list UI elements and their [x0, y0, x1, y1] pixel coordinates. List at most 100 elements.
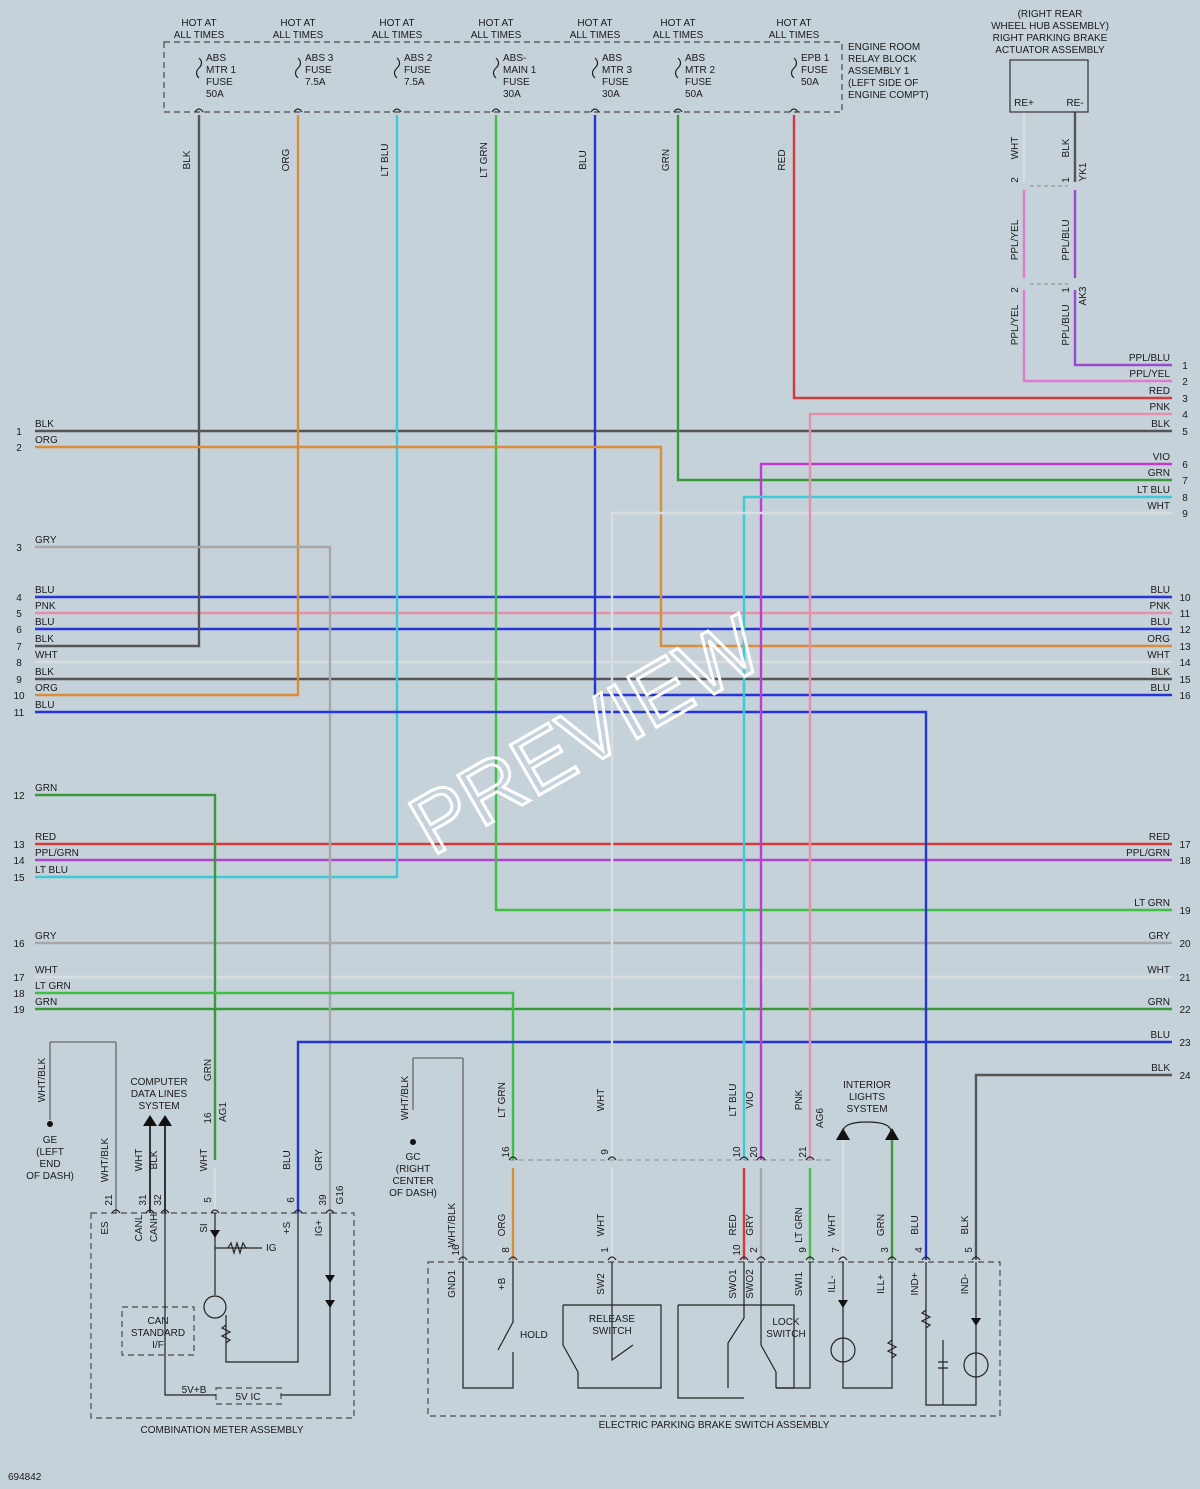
fuse-label: ABS	[685, 53, 705, 64]
ground-ge-label: (LEFT	[36, 1147, 64, 1158]
wire-color-label: RED	[777, 149, 788, 170]
wire-fuse-absmtr2-grn	[676, 115, 1172, 482]
ground-ge-label: GE	[43, 1135, 58, 1146]
pin-number: 16	[451, 1244, 462, 1256]
right-line-color: BLK	[1151, 667, 1170, 678]
pin-number: 6	[286, 1197, 297, 1203]
pin-number: 5	[203, 1197, 214, 1203]
left-line-number: 13	[13, 840, 25, 851]
right-line-number: 12	[1179, 625, 1191, 636]
release-switch-icon	[562, 1262, 662, 1389]
right-line-number: 24	[1179, 1071, 1191, 1082]
pin-number: 16	[501, 1146, 512, 1158]
wire-fuse-absmain1-ltgrn	[494, 115, 1172, 912]
wire-fuse-absmtr3-blu	[593, 115, 1172, 697]
pin-name: SWI1	[794, 1271, 805, 1296]
fuse-label: FUSE	[503, 77, 530, 88]
fuse-label: MTR 2	[685, 65, 715, 76]
cdl-arrow-icon	[158, 1115, 172, 1126]
wire-color-label: WHT	[199, 1149, 210, 1172]
pin-number: 9	[600, 1149, 611, 1155]
can-standard-box	[121, 1306, 195, 1356]
wire-color-label: PNK	[794, 1089, 805, 1110]
ground-gc-icon	[410, 1139, 416, 1145]
resistor-icon	[220, 1324, 232, 1344]
fuse-label: MTR 3	[602, 65, 632, 76]
left-line-color: BLK	[35, 634, 54, 645]
left-line-number: 10	[13, 691, 25, 702]
fuse-label: ABS 2	[404, 53, 433, 64]
relay-block-label: ENGINE ROOM	[848, 42, 920, 53]
actuator-box	[1009, 59, 1089, 113]
release-switch-label: RELEASE	[589, 1314, 635, 1325]
relay-block-label: (LEFT SIDE OF	[848, 78, 918, 89]
diode-icon	[838, 1300, 981, 1326]
engine-room-relay-block	[163, 41, 843, 113]
right-line-color: BLU	[1151, 617, 1170, 628]
fuse-label: ABS	[206, 53, 226, 64]
connector-icon	[887, 1256, 897, 1261]
fuse-icon	[294, 57, 302, 79]
wire-color-label: WHT	[596, 1214, 607, 1237]
wire-color-label: BLK	[1061, 138, 1072, 157]
right-line-color: ORG	[1147, 634, 1170, 645]
connector-icon	[325, 1209, 335, 1214]
connector-icon	[739, 1156, 749, 1161]
right-line-color: RED	[1149, 386, 1170, 397]
left-line-number: 6	[16, 625, 22, 636]
left-line-color: GRY	[35, 535, 57, 546]
right-line-number: 21	[1179, 973, 1191, 984]
connector-icon	[194, 108, 204, 113]
wire-color-label: LT GRN	[497, 1082, 508, 1118]
pin-name: CANH	[149, 1214, 160, 1242]
actuator-title: ACTUATOR ASSEMBLY	[995, 45, 1105, 56]
wire-color-label: LT GRN	[479, 142, 490, 178]
ground-gc-label: CENTER	[392, 1176, 433, 1187]
component-layer	[47, 41, 1089, 1419]
right-line-color: WHT	[1147, 965, 1170, 976]
lock-switch-label: SWITCH	[766, 1329, 805, 1340]
wire-fuse-abs3-org	[35, 115, 300, 697]
actuator-pin-replus: RE+	[1014, 98, 1034, 109]
pin-number: 1	[1061, 287, 1072, 293]
fuse-icon	[591, 57, 599, 79]
connector-icon	[805, 1156, 815, 1161]
connector-yk1: YK1	[1078, 162, 1089, 181]
wire-color-label: WHT/BLK	[37, 1057, 48, 1102]
pin-number: 31	[138, 1194, 149, 1206]
resistor-icon	[920, 1309, 932, 1329]
computer-data-lines-label: COMPUTER	[130, 1077, 187, 1088]
fuse-icon	[492, 57, 500, 79]
left-line-number: 4	[16, 593, 22, 604]
pin-number: 7	[831, 1247, 842, 1253]
right-line-color: WHT	[1147, 501, 1170, 512]
wire-color-label: WHT	[596, 1089, 607, 1112]
fuse-label: 30A	[503, 89, 521, 100]
fuse-label: 50A	[801, 77, 819, 88]
connector-icon	[971, 1256, 981, 1261]
preview-watermark: PREVIEW	[394, 597, 777, 872]
right-line-number: 6	[1182, 460, 1188, 471]
fuse-label: FUSE	[801, 65, 828, 76]
connector-icon	[756, 1256, 766, 1261]
connector-icon	[739, 1256, 749, 1261]
right-line-color: PPL/GRN	[1126, 848, 1170, 859]
wire-color-label: VIO	[745, 1091, 756, 1108]
wire-r1-actuator-pplblu	[1073, 290, 1172, 367]
right-line-color: GRN	[1148, 997, 1170, 1008]
left-line-color: PNK	[35, 601, 56, 612]
right-line-number: 4	[1182, 410, 1188, 421]
hold-label: HOLD	[520, 1330, 548, 1341]
right-line-color: VIO	[1153, 452, 1170, 463]
release-switch-label: SWITCH	[592, 1326, 631, 1337]
wire-color-label: BLU	[282, 1150, 293, 1169]
pin-name: IND+	[910, 1272, 921, 1295]
connector-ak3: AK3	[1078, 286, 1089, 305]
can-standard-label: STANDARD	[131, 1328, 185, 1339]
fuse-label: EPB 1	[801, 53, 830, 64]
left-line-color: BLK	[35, 419, 54, 430]
connector-icon	[491, 108, 501, 113]
lock-switch-label: LOCK	[772, 1317, 800, 1328]
pin-number: 10	[732, 1244, 743, 1256]
